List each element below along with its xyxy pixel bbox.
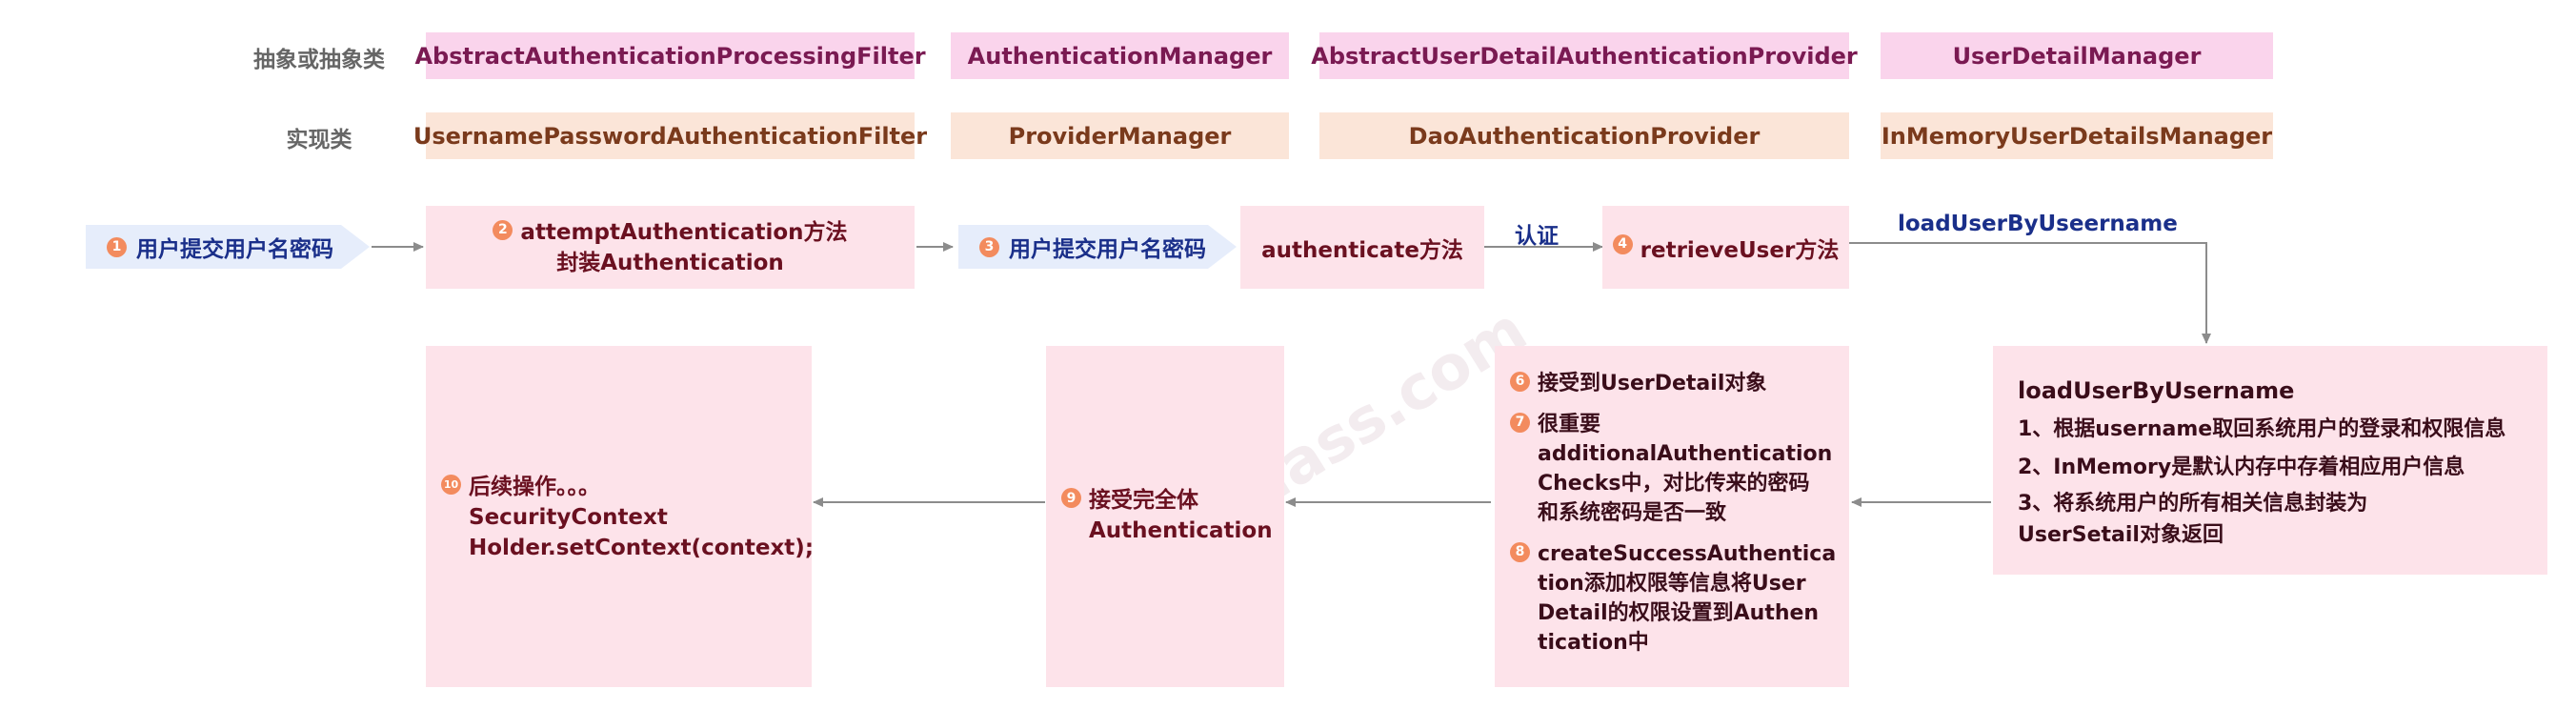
chevron-step1 bbox=[86, 225, 370, 269]
step8: 8 createSuccessAuthentica tion添加权限等信息将Us… bbox=[1510, 539, 1843, 658]
step9-text: 接受完全体 Authentication bbox=[1089, 485, 1273, 546]
step7-line: Checks中，对比传来的密码 bbox=[1538, 472, 1810, 496]
abstract-class-userdetail-manager: UserDetailManager bbox=[1881, 32, 2273, 79]
step8-line: tication中 bbox=[1538, 631, 1649, 655]
step10-line3: Holder.setContext(context); bbox=[469, 536, 815, 560]
step4-text: retrieveUser方法 bbox=[1640, 237, 1840, 263]
step-number-badge: 8 bbox=[1510, 542, 1530, 562]
step-number-badge: 1 bbox=[107, 236, 127, 257]
step7-line: 和系统密码是否一致 bbox=[1538, 501, 1727, 525]
step6-text: 接受到UserDetail对象 bbox=[1538, 372, 1767, 395]
step8-line: Detail的权限设置到Authen bbox=[1538, 601, 1820, 625]
step3-text: 用户提交用户名密码 bbox=[1009, 237, 1206, 262]
load-box-item-3: 3、将系统用户的所有相关信息封装为 bbox=[2018, 492, 2368, 516]
step-number-badge: 2 bbox=[493, 219, 513, 240]
load-user-label: loadUserByUseername bbox=[1898, 212, 2178, 236]
arrow-4-to-load bbox=[1849, 242, 2211, 344]
step7-text: 很重要 additionalAuthentication Checks中，对比传… bbox=[1538, 410, 1832, 528]
step10: 10 后续操作。。。 SecurityContext Holder.setCon… bbox=[441, 472, 814, 563]
load-box-item-2: 2、InMemory是默认内存中存着相应用户信息 bbox=[2018, 456, 2465, 479]
step-number-badge: 4 bbox=[1612, 233, 1633, 254]
load-box-item-4: UserSetail对象返回 bbox=[2018, 523, 2224, 547]
load-box-item-1: 1、根据username取回系统用户的登录和权限信息 bbox=[2018, 417, 2506, 441]
impl-class-dao-provider: DaoAuthenticationProvider bbox=[1319, 112, 1849, 159]
auth-label: 认证 bbox=[1515, 224, 1559, 249]
step10-text: 后续操作。。。 SecurityContext Holder.setContex… bbox=[469, 472, 814, 563]
authenticate-method-box: authenticate方法 bbox=[1240, 206, 1484, 289]
step1-text: 用户提交用户名密码 bbox=[136, 237, 333, 262]
load-box-title: loadUserByUsername bbox=[2018, 377, 2295, 404]
row-label-abstract: 抽象或抽象类 bbox=[253, 48, 385, 72]
step6: 6 接受到UserDetail对象 bbox=[1510, 369, 1843, 398]
abstract-class-manager: AuthenticationManager bbox=[951, 32, 1289, 79]
step7: 7 很重要 additionalAuthentication Checks中，对… bbox=[1510, 410, 1843, 528]
step7-line: 很重要 bbox=[1538, 413, 1601, 436]
step8-line: tion添加权限等信息将User bbox=[1538, 572, 1806, 596]
step-number-badge: 3 bbox=[979, 236, 999, 257]
step-number-badge: 6 bbox=[1510, 372, 1530, 392]
step-number-badge: 9 bbox=[1061, 488, 1081, 508]
step2-line2: 封装Authentication bbox=[556, 250, 784, 275]
step9-line1: 接受完全体 bbox=[1089, 488, 1198, 513]
step10-line2: SecurityContext bbox=[469, 505, 668, 530]
abstract-class-filter: AbstractAuthenticationProcessingFilter bbox=[414, 32, 926, 79]
impl-class-filter: UsernamePasswordAuthenticationFilter bbox=[413, 112, 927, 159]
step1-label: 1 用户提交用户名密码 bbox=[86, 225, 333, 269]
security-context-box: 10 后续操作。。。 SecurityContext Holder.setCon… bbox=[426, 346, 814, 687]
step9: 9 接受完全体 Authentication bbox=[1061, 485, 1273, 546]
step9-line2: Authentication bbox=[1089, 518, 1273, 543]
impl-class-inmemory-manager: InMemoryUserDetailsManager bbox=[1881, 112, 2273, 159]
retrieve-user-box: 4 retrieveUser方法 bbox=[1602, 206, 1849, 289]
step4-line: 4 retrieveUser方法 bbox=[1612, 232, 1840, 264]
step10-line1: 后续操作。。。 bbox=[469, 475, 600, 499]
abstract-class-provider: AbstractUserDetailAuthenticationProvider bbox=[1311, 32, 1858, 79]
step-number-badge: 7 bbox=[1510, 413, 1530, 433]
step2-text: attemptAuthentication方法 bbox=[520, 219, 848, 245]
load-user-box: loadUserByUsername 1、根据username取回系统用户的登录… bbox=[1993, 346, 2547, 575]
step8-line: createSuccessAuthentica bbox=[1538, 542, 1837, 566]
step-number-badge: 10 bbox=[441, 475, 461, 495]
step3-label: 3 用户提交用户名密码 bbox=[958, 225, 1206, 269]
row-label-impl: 实现类 bbox=[286, 128, 352, 152]
step7-line: additionalAuthentication bbox=[1538, 442, 1833, 466]
check-box: 6 接受到UserDetail对象 7 很重要 additionalAuthen… bbox=[1495, 346, 1849, 687]
step2-line1: 2 attemptAuthentication方法 bbox=[493, 217, 848, 248]
attempt-authentication-box: 2 attemptAuthentication方法 封装Authenticati… bbox=[426, 206, 915, 289]
impl-class-provider-manager: ProviderManager bbox=[951, 112, 1289, 159]
step8-text: createSuccessAuthentica tion添加权限等信息将User… bbox=[1538, 539, 1836, 658]
full-authentication-box: 9 接受完全体 Authentication bbox=[1046, 346, 1284, 687]
chevron-step3 bbox=[958, 225, 1237, 269]
